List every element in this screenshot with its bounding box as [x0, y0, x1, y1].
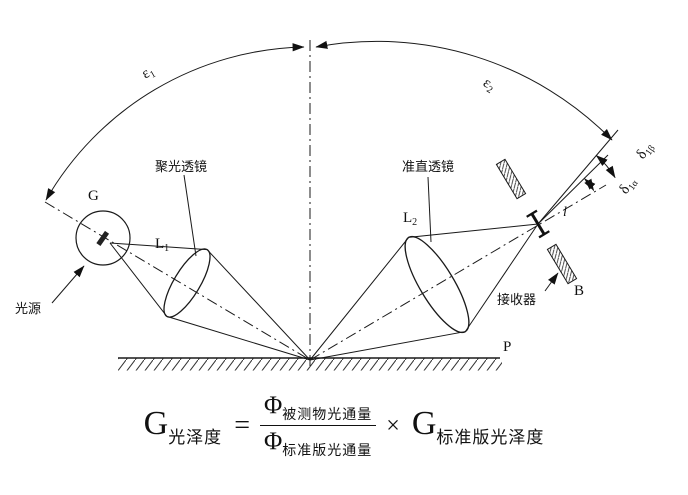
source-letter-label: G — [88, 188, 99, 204]
source-label: 光源 — [15, 301, 41, 316]
epsilon1-arc — [45, 43, 305, 201]
formula-lhs: G光泽度 — [140, 405, 227, 448]
gloss-formula: G光泽度 = Φ被测物光通量 Φ标准版光通量 × G标准版光泽度 — [0, 392, 688, 460]
receiver-label: 接收器 — [497, 292, 536, 307]
formula-lhs-symbol: G — [143, 404, 169, 442]
denominator-symbol: Φ — [263, 428, 283, 455]
condenser-leader — [183, 174, 197, 257]
lens2-base: L — [403, 210, 412, 226]
multiplication-sign: × — [386, 412, 400, 439]
denominator-subscript: 标准版光通量 — [282, 444, 373, 459]
lamp-filament-icon — [96, 230, 110, 246]
formula-lhs-subscript: 光泽度 — [168, 427, 223, 447]
delta-inner-arc — [584, 178, 596, 192]
delta-outer-arc — [595, 155, 616, 179]
formula-rhs: G标准版光泽度 — [408, 405, 549, 448]
formula-rhs-symbol: G — [411, 404, 437, 442]
surface-letter-label: P — [503, 339, 511, 355]
condenser-lens — [163, 248, 211, 318]
slit-stop — [526, 209, 550, 239]
lens1-sub: 1 — [164, 243, 169, 254]
incident-axis — [44, 201, 311, 361]
equals-sign: = — [234, 410, 250, 441]
fan-line-inner — [537, 154, 609, 225]
lens1-label: L1 — [155, 236, 169, 254]
fraction-numerator: Φ被测物光通量 — [260, 392, 376, 424]
fraction-denominator: Φ标准版光通量 — [260, 428, 376, 460]
receiver-baffle-lower — [546, 243, 578, 285]
slit-cap-top — [526, 209, 538, 218]
fraction-bar — [259, 425, 377, 426]
source-leader-arrow — [51, 265, 85, 304]
collimating-lens — [404, 235, 470, 334]
numerator-subscript: 被测物光通量 — [282, 408, 373, 423]
lens2-sub: 2 — [412, 217, 417, 228]
slit-stem — [530, 212, 546, 236]
delta-inner-sub: 1α — [627, 179, 641, 193]
receiver-leader — [544, 272, 559, 292]
collimator-leader — [427, 176, 432, 243]
delta-inner-label: δ1α — [616, 174, 640, 198]
epsilon2-sub: 2 — [484, 84, 494, 96]
receiver-letter-label: B — [574, 283, 584, 299]
numerator-symbol: Φ — [263, 392, 283, 419]
epsilon2-arc — [315, 40, 613, 141]
slit-cap-bottom — [538, 230, 550, 239]
lens1-base: L — [155, 236, 164, 252]
condenser-label: 聚光透镜 — [155, 159, 207, 174]
collimator-label: 准直透镜 — [402, 159, 454, 174]
formula-rhs-subscript: 标准版光泽度 — [436, 427, 545, 447]
fan-line-outer — [537, 129, 619, 225]
epsilon1-label: ε1 — [139, 63, 158, 84]
reflected-axis — [309, 184, 607, 361]
slit-letter-label: l — [563, 205, 567, 220]
epsilon2-label: ε2 — [479, 75, 498, 96]
epsilon1-sub: 1 — [148, 69, 158, 81]
receiver-baffle-upper — [495, 158, 527, 200]
light-source-circle — [75, 210, 131, 266]
lens2-label: L2 — [403, 210, 417, 228]
delta-outer-label: δ1β — [633, 139, 657, 163]
formula-fraction: Φ被测物光通量 Φ标准版光通量 — [259, 392, 377, 460]
